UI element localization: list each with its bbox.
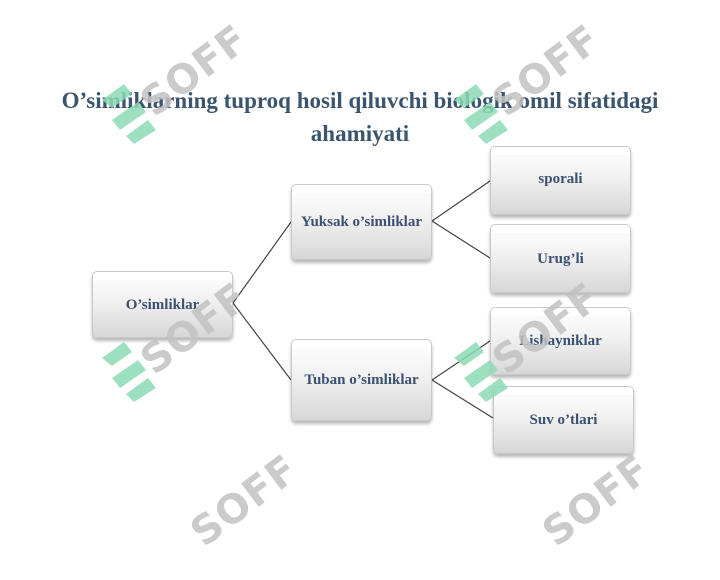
- node-urugli-label: Urug’li: [537, 250, 584, 267]
- node-tuban-label: Tuban o’simliklar: [304, 372, 419, 388]
- link-tuban-suvotlari: [431, 379, 494, 419]
- node-yuksak: Yuksak o’simliklar: [291, 184, 432, 260]
- node-root-label: O’simliklar: [125, 296, 200, 313]
- node-yuksak-label: Yuksak o’simliklar: [300, 214, 422, 230]
- link-tuban-lishayniklar: [431, 340, 491, 381]
- node-lishayniklar-label: Lishayniklar: [519, 333, 602, 349]
- node-sporali: sporali: [490, 146, 631, 215]
- node-urugli: Urug’li: [490, 224, 631, 293]
- node-lishayniklar: Lishayniklar: [490, 307, 631, 375]
- link-root-yuksak: [232, 221, 292, 304]
- node-tuban: Tuban o’simliklar: [291, 339, 432, 421]
- node-sporali-label: sporali: [538, 171, 583, 187]
- link-yuksak-urugli: [431, 220, 491, 259]
- link-yuksak-sporali: [431, 180, 491, 222]
- node-suvotlari-label: Suv o’tlari: [529, 412, 598, 428]
- page-title: O’simliklarning tuproq hosil qiluvchi bi…: [61, 88, 659, 146]
- node-suvotlari: Suv o’tlari: [493, 386, 634, 454]
- link-root-tuban: [232, 302, 292, 381]
- node-root: O’simliklar: [92, 271, 233, 338]
